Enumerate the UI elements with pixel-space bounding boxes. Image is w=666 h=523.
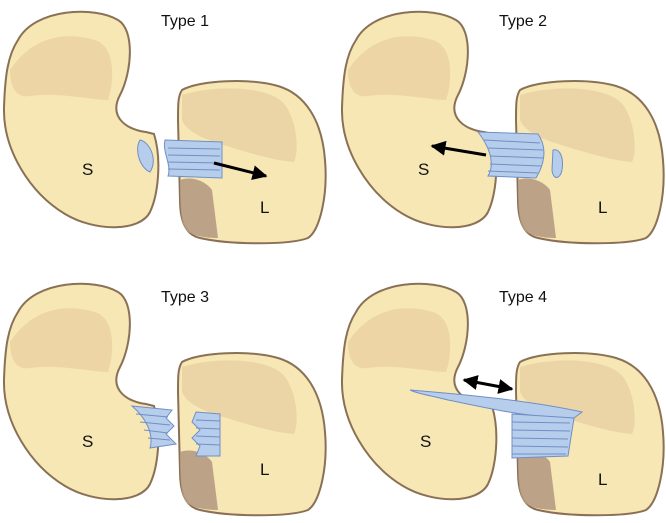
panel-type-1: Type 1 S L: [2, 10, 327, 245]
bone-label-l: L: [260, 198, 269, 217]
panel-title: Type 3: [161, 289, 209, 306]
ligament-type-3: [130, 405, 221, 457]
panel-title: Type 1: [161, 13, 209, 30]
bone-label-l: L: [260, 460, 269, 479]
arrow-left-icon: [430, 140, 487, 157]
panel-type-4: Type 4 S L: [340, 282, 665, 517]
ligament-type-4: [409, 389, 584, 459]
panel-type-3: Type 3 S L: [2, 282, 327, 517]
ligament-type-1: [137, 139, 223, 179]
panel-type-2: Type 2 S L: [340, 10, 665, 245]
panel-title: Type 4: [499, 289, 547, 306]
bone-label-l: L: [598, 198, 607, 217]
arrow-right-icon: [213, 161, 268, 181]
bone-label-s: S: [420, 432, 431, 451]
bone-label-s: S: [82, 160, 93, 179]
panel-title: Type 2: [499, 13, 547, 30]
ligament-type-2: [476, 131, 563, 179]
arrow-both-icon: [462, 375, 514, 394]
bone-label-l: L: [598, 470, 607, 489]
bone-label-s: S: [82, 432, 93, 451]
bone-label-s: S: [418, 160, 429, 179]
